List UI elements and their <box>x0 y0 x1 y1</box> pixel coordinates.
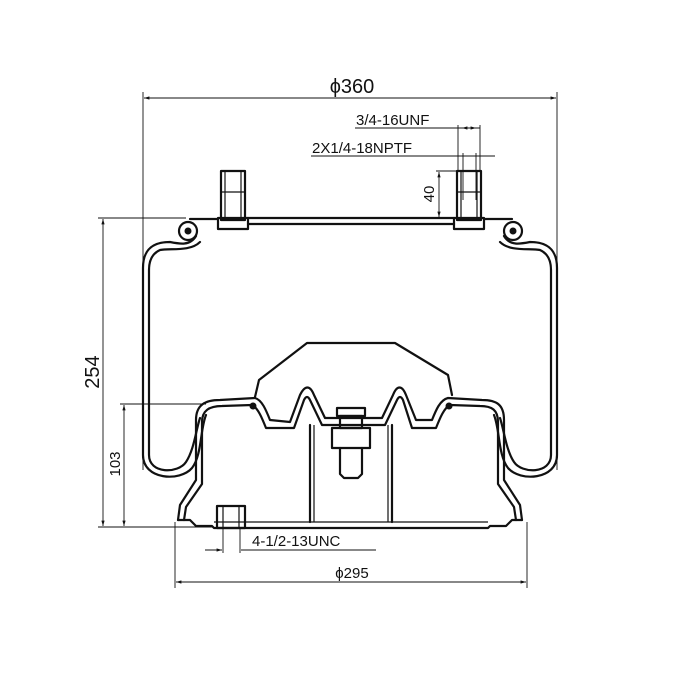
top-thread-callout: 3/4-16UNF <box>355 112 481 172</box>
center-bolt <box>330 406 372 480</box>
piston-diameter-dimension: ϕ295 <box>174 522 528 588</box>
top-bead-plate <box>177 169 524 242</box>
overall-height-label: 254 <box>82 355 104 388</box>
overall-height-dimension: 254 <box>82 217 214 528</box>
left-stud <box>219 169 247 222</box>
piston-diameter-label: ϕ295 <box>335 565 368 582</box>
piston-height-dimension: 103 <box>107 403 206 526</box>
air-fitting-label: 2X1/4-18NPTF <box>312 140 412 157</box>
stud-height-label: 40 <box>421 186 438 203</box>
bottom-thread-label: 4-1/2-13UNC <box>252 533 341 550</box>
piston <box>176 341 524 530</box>
top-diameter-label: ϕ360 <box>330 76 375 98</box>
top-thread-label: 3/4-16UNF <box>356 112 429 129</box>
rubber-bellow <box>141 234 559 478</box>
piston-height-label: 103 <box>107 451 124 476</box>
stud-height-dimension: 40 <box>421 170 460 217</box>
bumper-cap <box>253 341 454 399</box>
right-stud <box>455 169 483 222</box>
bottom-thread-callout: 4-1/2-13UNC <box>205 528 376 553</box>
bottom-thread-insert <box>215 504 247 530</box>
